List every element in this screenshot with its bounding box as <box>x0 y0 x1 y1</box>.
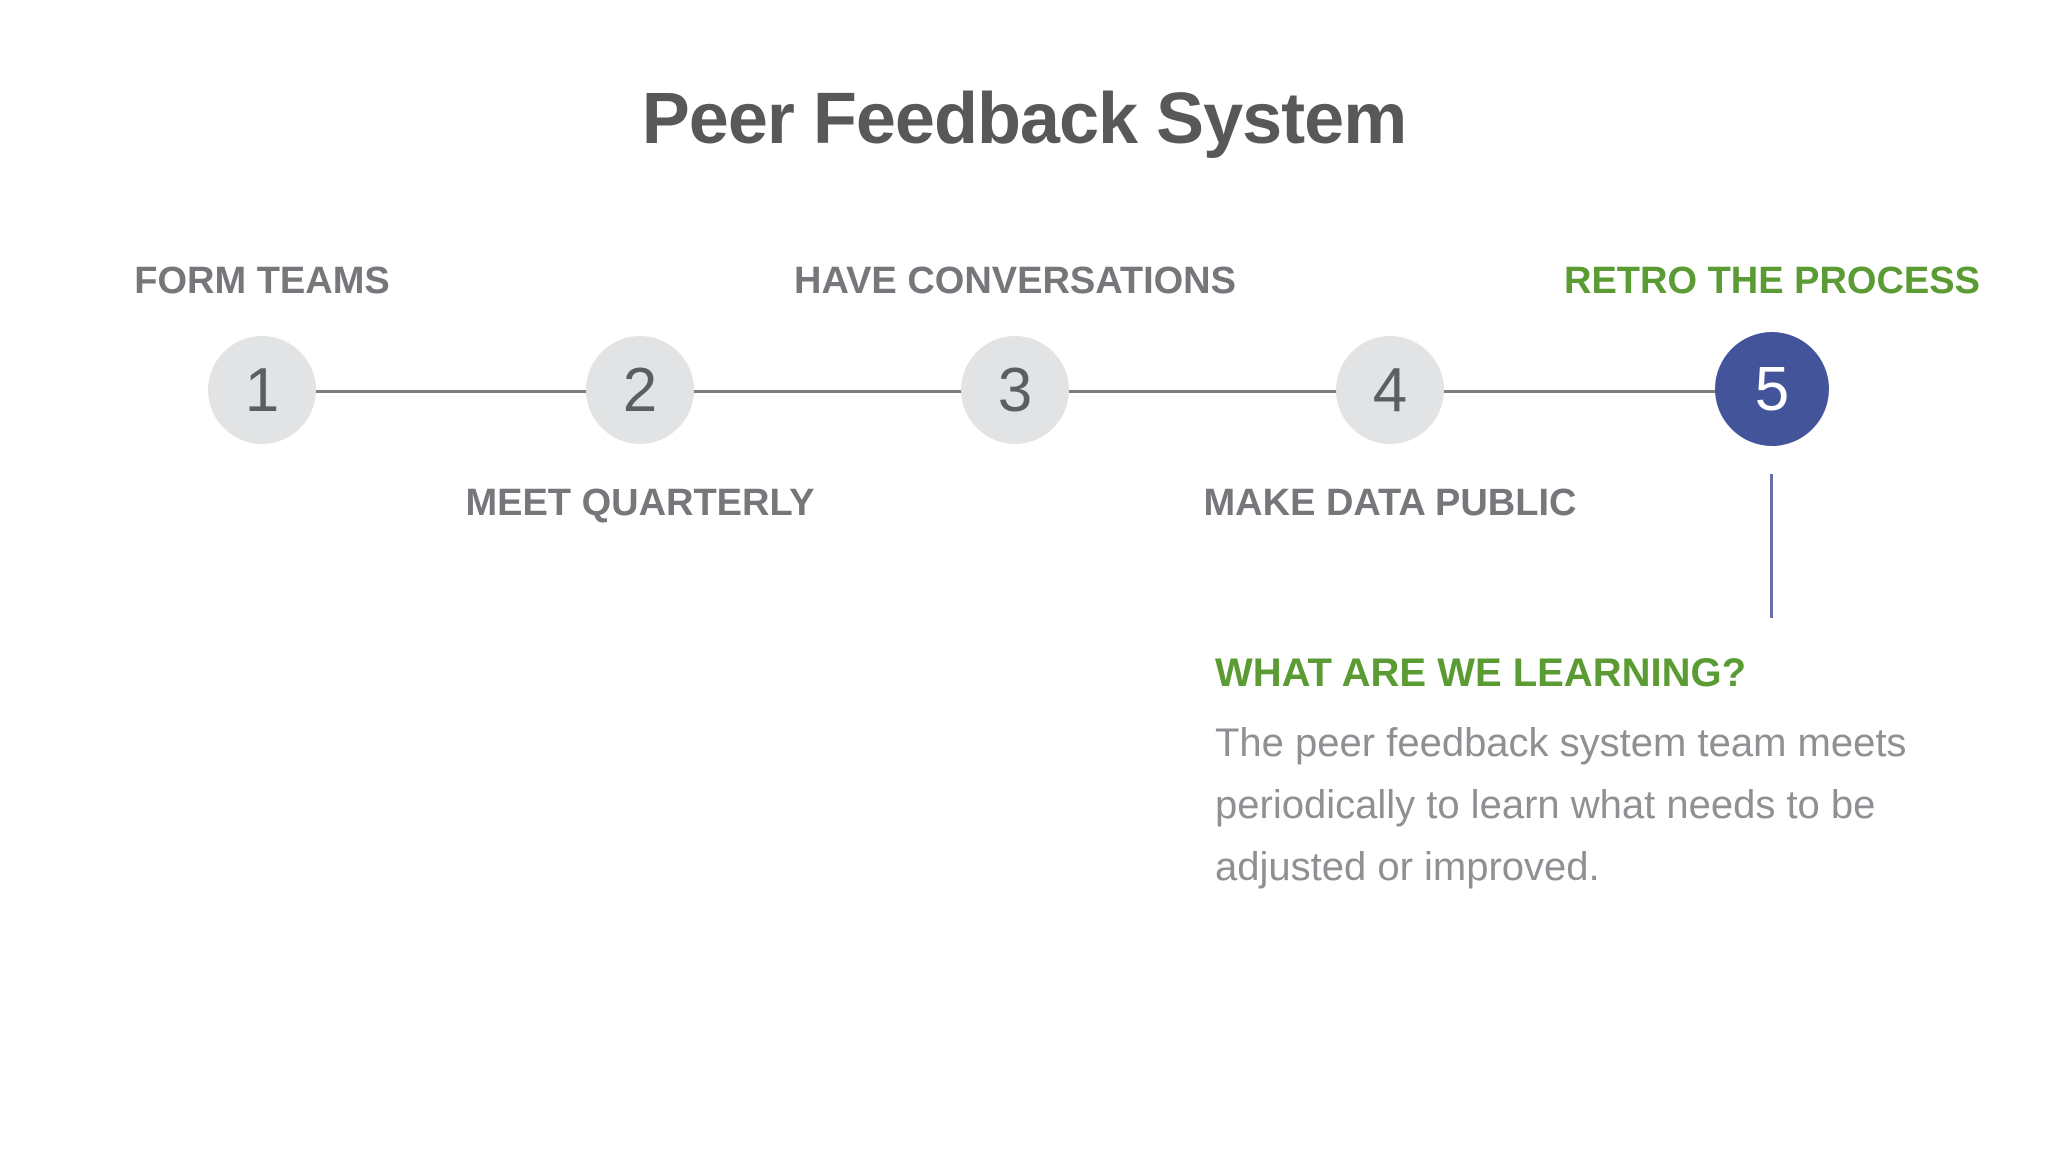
callout-connector-line <box>1770 474 1773 618</box>
step-5: RETRO THE PROCESS 5 <box>1542 256 2002 556</box>
step-1: FORM TEAMS 1 <box>32 256 492 556</box>
step-2-circle: 2 <box>586 336 694 444</box>
step-5-circle: 5 <box>1715 332 1829 446</box>
callout-body-text: The peer feedback system team meets peri… <box>1215 721 1907 889</box>
step-3-label: HAVE CONVERSATIONS <box>794 260 1236 302</box>
step-1-label: FORM TEAMS <box>134 260 390 302</box>
step-4: 4 MAKE DATA PUBLIC <box>1160 256 1620 556</box>
step-2: 2 MEET QUARTERLY <box>410 256 870 556</box>
step-2-label: MEET QUARTERLY <box>465 482 815 524</box>
step-4-circle: 4 <box>1336 336 1444 444</box>
step-4-label: MAKE DATA PUBLIC <box>1203 482 1577 524</box>
step-1-circle: 1 <box>208 336 316 444</box>
step-3: HAVE CONVERSATIONS 3 <box>785 256 1245 556</box>
step-3-circle: 3 <box>961 336 1069 444</box>
step-5-label: RETRO THE PROCESS <box>1564 260 1980 302</box>
callout-heading: WHAT ARE WE LEARNING? <box>1215 651 1747 695</box>
learning-callout: WHAT ARE WE LEARNING? The peer feedback … <box>1215 648 1975 898</box>
page-title: Peer Feedback System <box>641 79 1407 159</box>
